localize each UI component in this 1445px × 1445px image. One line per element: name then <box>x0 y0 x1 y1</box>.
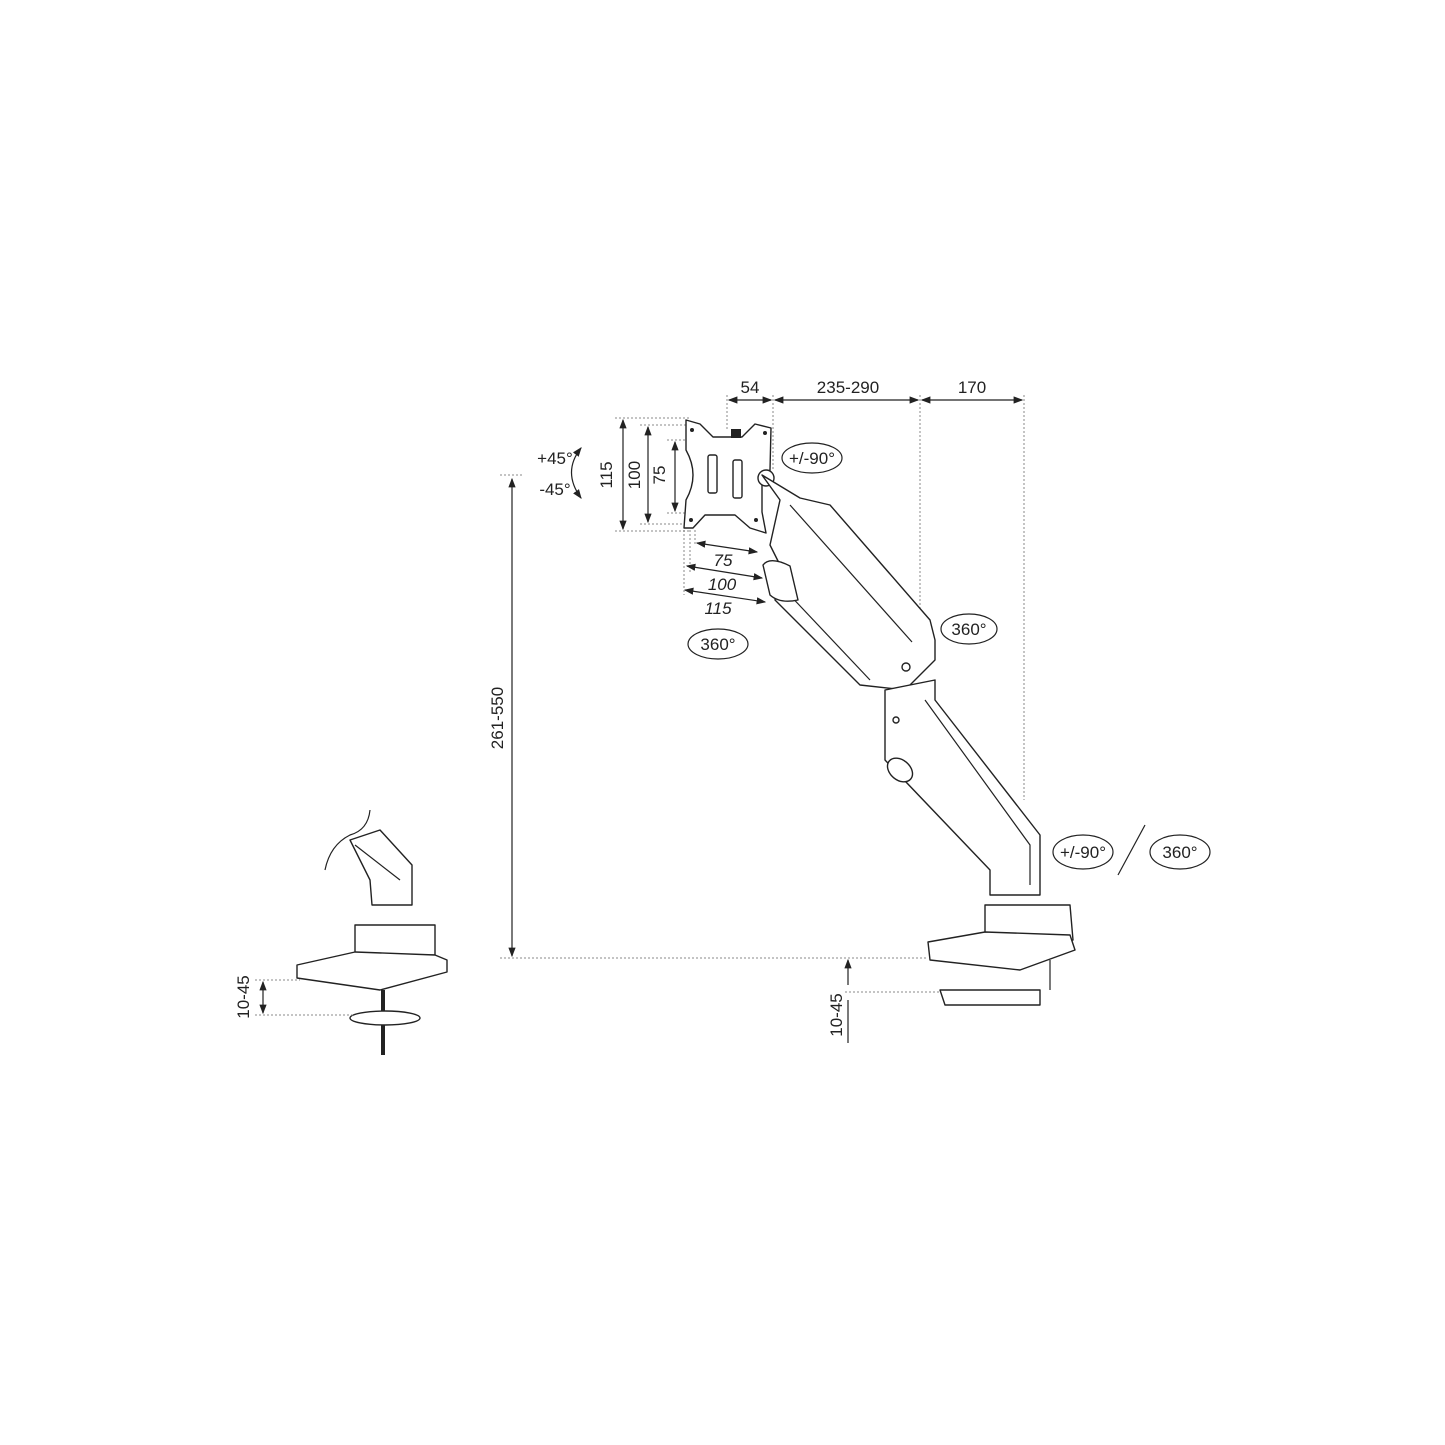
dim-170-label: 170 <box>958 378 986 397</box>
base-swivel-label: 360° <box>1162 843 1197 862</box>
head-rotation-label: +/-90° <box>789 449 835 468</box>
vesa-v-115-label: 115 <box>597 461 616 488</box>
vesa-h-100-label: 100 <box>708 575 737 594</box>
top-dimensions: 54 235-290 170 <box>726 378 1025 800</box>
dim-reach-label: 235-290 <box>817 378 879 397</box>
vesa-plate <box>683 419 775 534</box>
clamp-thickness-label: 10-45 <box>827 993 846 1036</box>
base-rotation-indicator: +/-90° 360° <box>1052 824 1211 876</box>
lower-arm <box>884 679 1041 896</box>
head-swivel-indicator: 360° <box>687 628 749 660</box>
base-rotation-label: +/-90° <box>1060 843 1106 862</box>
elbow-swivel-indicator: 360° <box>940 613 998 645</box>
desk-base-clamp <box>927 904 1076 1006</box>
elbow-swivel-label: 360° <box>951 620 986 639</box>
grommet-mount-detail: 10-45 <box>234 809 448 1055</box>
height-dimension: 261-550 <box>488 474 928 959</box>
vesa-vertical-dimensions: 115 100 75 <box>597 417 690 532</box>
upper-arm <box>761 474 936 691</box>
grommet-thickness-label: 10-45 <box>234 975 253 1018</box>
dim-54-label: 54 <box>741 378 760 397</box>
tilt-indicator: +45° -45° <box>537 447 582 499</box>
clamp-thickness-dimension: 10-45 <box>827 958 940 1043</box>
tilt-arrow-icon <box>570 447 582 499</box>
height-range-label: 261-550 <box>488 687 507 749</box>
vesa-h-115-label: 115 <box>704 599 732 618</box>
tilt-up-label: +45° <box>537 449 573 468</box>
head-swivel-label: 360° <box>700 635 735 654</box>
vesa-horizontal-dimensions: 75 100 115 <box>683 530 767 618</box>
vesa-v-100-label: 100 <box>625 461 644 489</box>
vesa-v-75-label: 75 <box>650 466 669 485</box>
head-rotation-indicator: +/-90° <box>781 442 843 474</box>
vesa-h-75-label: 75 <box>714 551 733 570</box>
tilt-down-label: -45° <box>539 480 570 499</box>
